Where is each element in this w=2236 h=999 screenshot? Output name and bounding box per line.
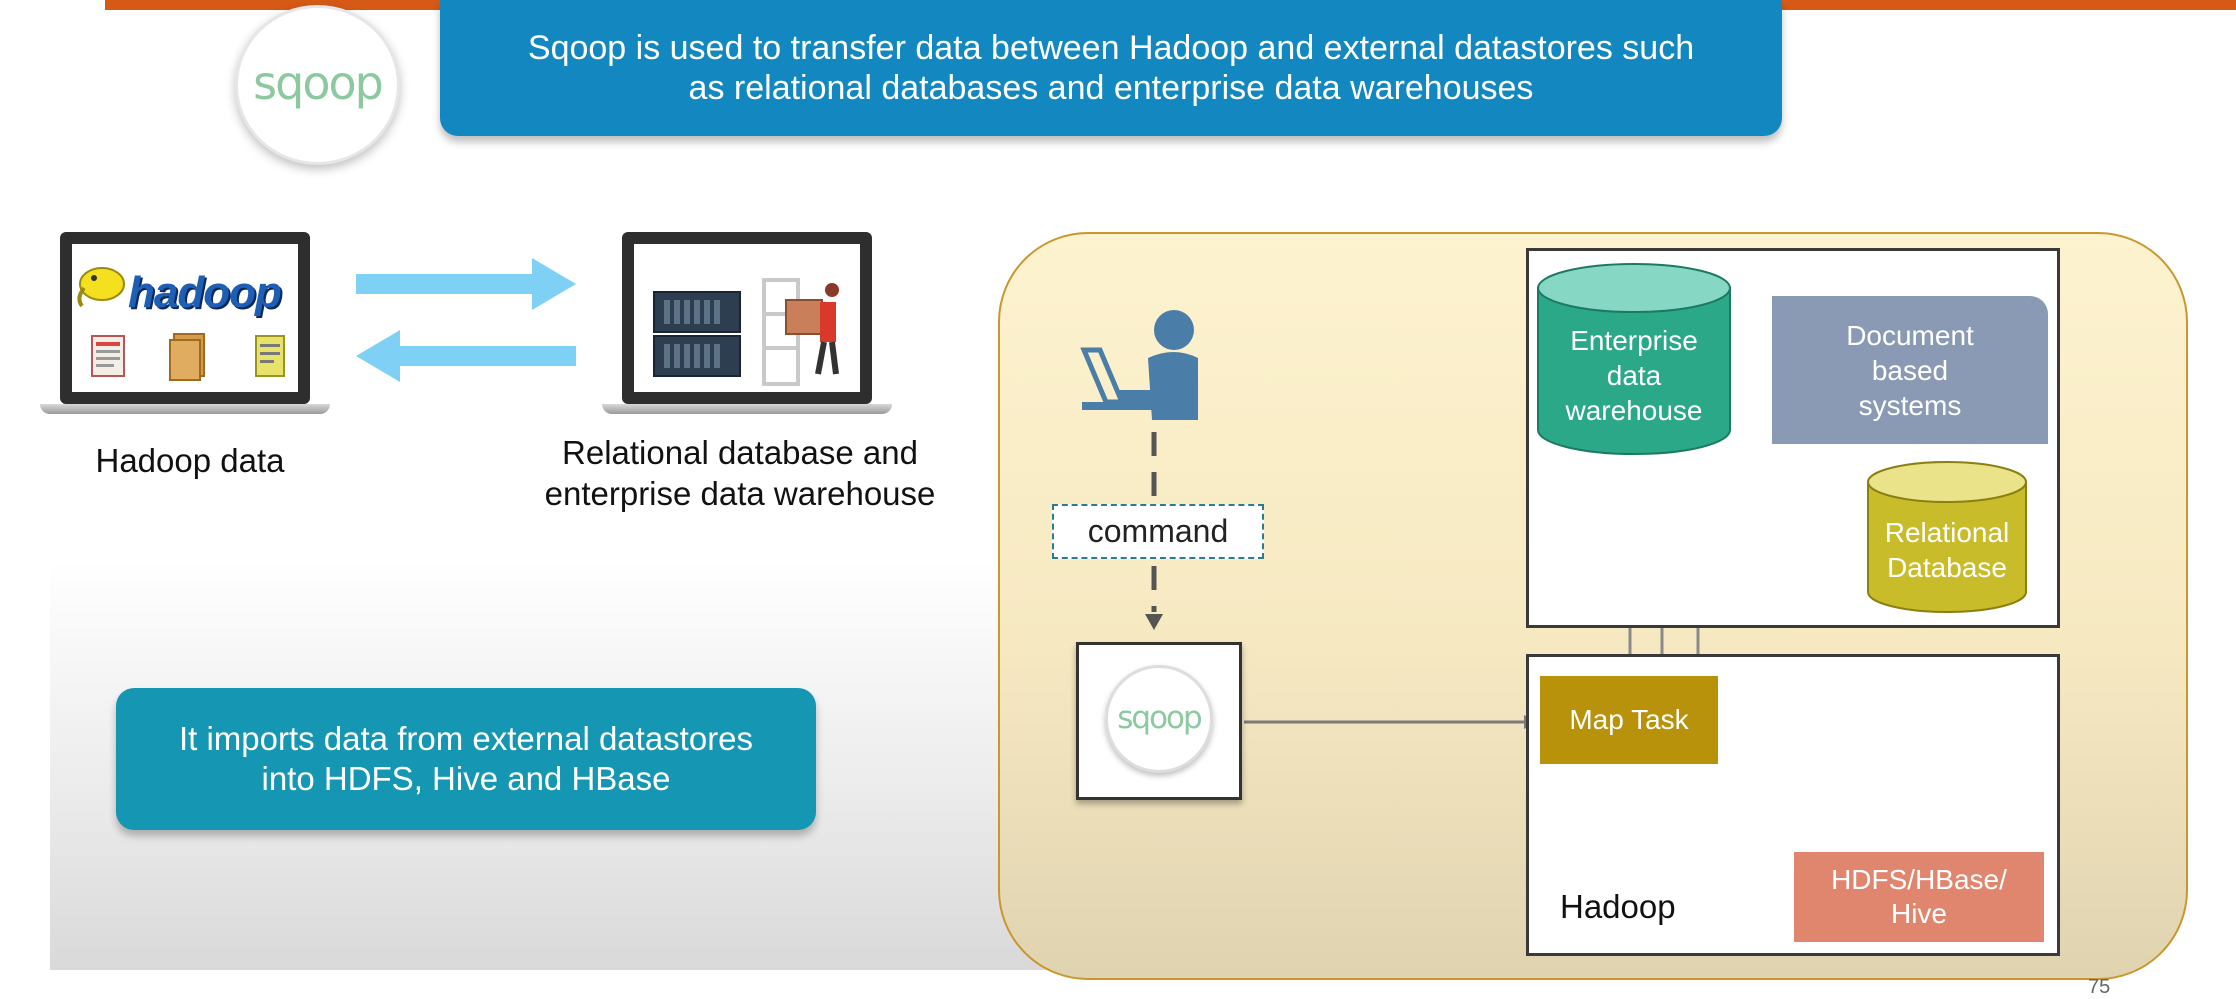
command-box: command xyxy=(1052,504,1264,559)
rdb-line-1: Relational xyxy=(1884,517,2010,548)
sqoop-logo: sqoop xyxy=(235,5,400,165)
hadoop-logo-text: hadoop xyxy=(128,268,282,317)
user-at-laptop-icon xyxy=(1080,310,1198,420)
hdfs-line-2: Hive xyxy=(1890,898,1947,929)
hadoop-laptop: hadoop xyxy=(40,232,330,414)
transfer-arrows-icon xyxy=(356,258,576,382)
banner-line-1: Sqoop is used to transfer data between H… xyxy=(527,29,1695,67)
hadoop-laptop-screen: hadoop xyxy=(60,232,310,404)
rdb-laptop-base xyxy=(602,404,892,414)
rdb-caption-line-2: enterprise data warehouse xyxy=(544,475,936,512)
banner-line-2: as relational databases and enterprise d… xyxy=(688,69,1534,107)
rdb-cylinder-icon xyxy=(1867,461,2027,613)
doc-line-2: based xyxy=(1871,354,1949,386)
document-systems-box: Document based systems xyxy=(1772,296,2048,444)
definition-banner: Sqoop is used to transfer data between H… xyxy=(440,0,1782,136)
rdb-laptop xyxy=(602,232,892,414)
rdb-line-2: Database xyxy=(1887,552,2007,583)
info-line-1: It imports data from external datastores xyxy=(178,720,754,757)
import-info-box: It imports data from external datastores… xyxy=(116,688,816,830)
edw-line-1: Enterprise xyxy=(1570,324,1698,356)
rdb-laptop-screen xyxy=(622,232,872,404)
rdb-caption: Relational database and enterprise data … xyxy=(510,432,970,514)
edw-label: Enterprise data warehouse xyxy=(1536,310,1732,440)
edw-line-2: data xyxy=(1606,359,1662,391)
info-line-2: into HDFS, Hive and HBase xyxy=(261,760,671,797)
sqoop-node: sqoop xyxy=(1076,642,1242,800)
rdb-caption-line-1: Relational database and xyxy=(562,434,918,471)
edw-cylinder-icon xyxy=(1537,263,1731,455)
server-rack-icon xyxy=(653,278,839,386)
sqoop-logo-text: sqoop xyxy=(253,56,384,110)
page-number: 75 xyxy=(2088,976,2111,998)
hdfs-hbase-hive-box: HDFS/HBase/ Hive xyxy=(1794,852,2044,942)
doc-line-3: systems xyxy=(1858,389,1962,421)
rdb-label: Relational Database xyxy=(1866,500,2028,600)
hadoop-elephant-icon xyxy=(77,267,285,381)
hadoop-label: Hadoop xyxy=(1560,888,1676,925)
hadoop-laptop-base xyxy=(40,404,330,414)
hdfs-line-1: HDFS/HBase/ xyxy=(1831,864,2007,895)
doc-line-1: Document xyxy=(1846,319,1974,351)
hadoop-data-caption: Hadoop data xyxy=(95,442,285,479)
sqoop-mini-logo: sqoop xyxy=(1105,665,1213,773)
map-task-box: Map Task xyxy=(1540,676,1718,764)
edw-line-3: warehouse xyxy=(1565,394,1703,426)
